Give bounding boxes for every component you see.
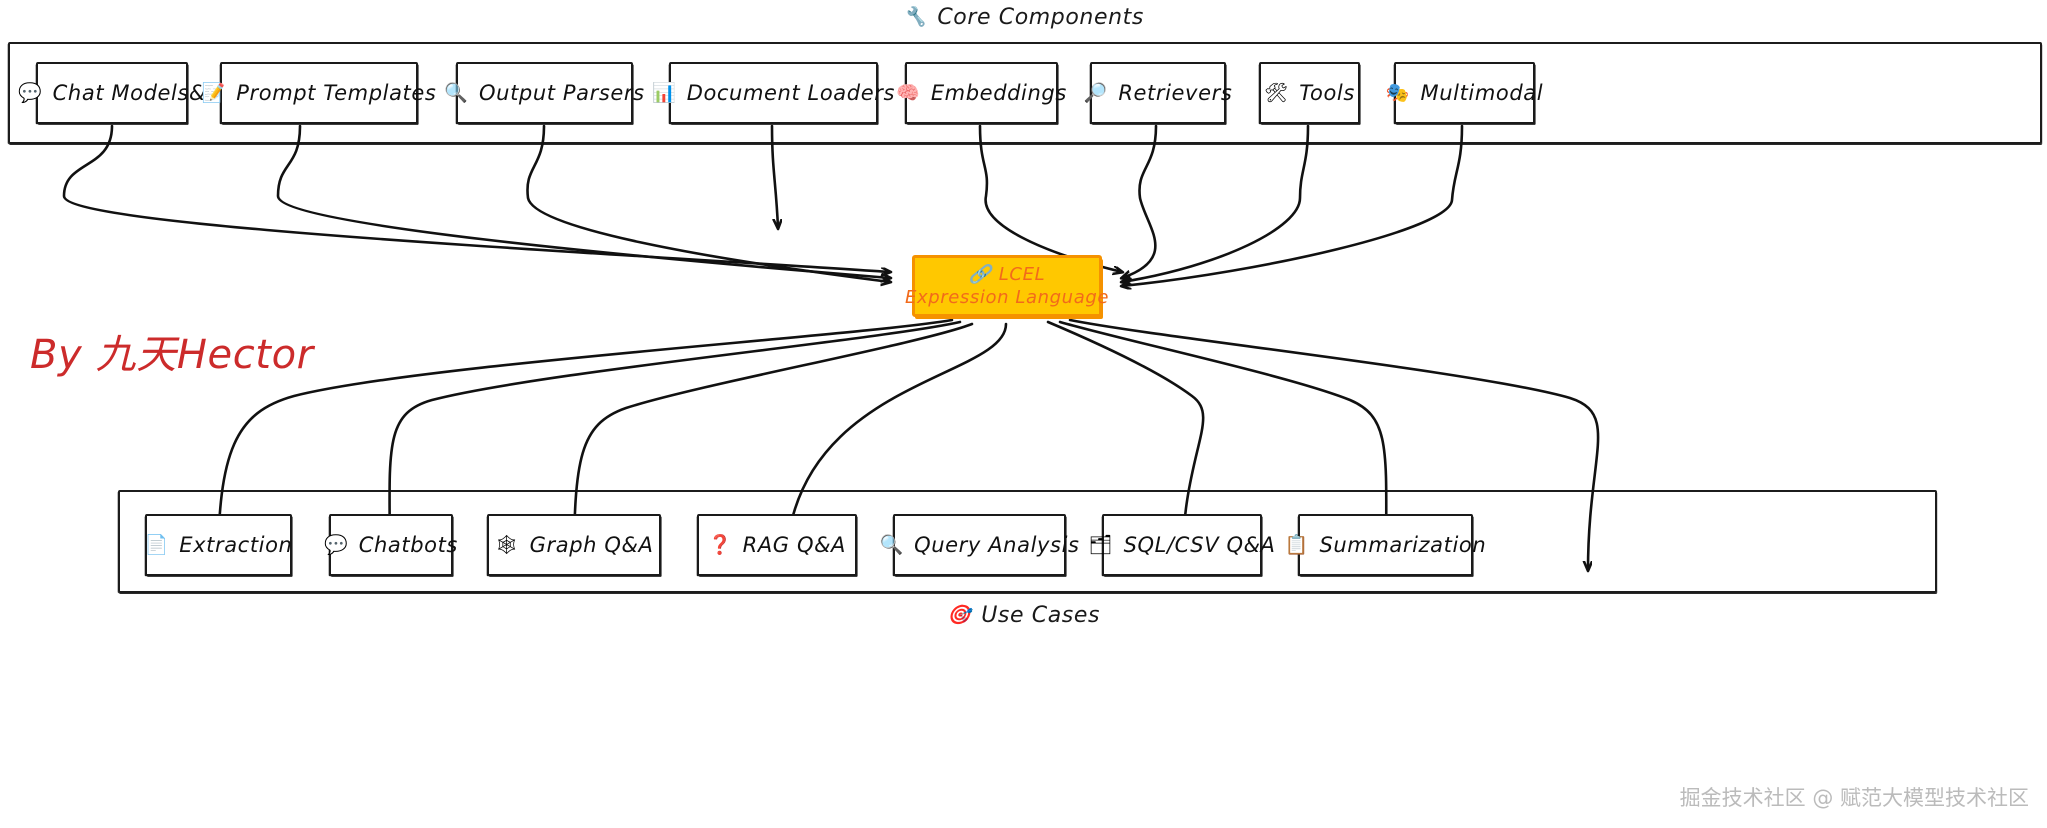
brain-icon: 🧠 xyxy=(896,81,920,104)
bar-chart-icon: 📊 xyxy=(652,81,676,104)
core-component-output-parsers[interactable]: 🔍 Output Parsers xyxy=(444,62,644,124)
core-component-label: Prompt Templates xyxy=(236,81,437,105)
use-case-label: Query Analysis xyxy=(914,533,1080,557)
core-component-label: Tools xyxy=(1299,81,1355,105)
spider-web-icon: 🕸 xyxy=(494,533,519,556)
core-components-caption-label: Core Components xyxy=(937,5,1144,30)
use-case-query-analysis[interactable]: 🔍 Query Analysis xyxy=(879,514,1079,576)
core-components-caption: 🔧 Core Components xyxy=(903,5,1144,30)
use-case-graph-q-a[interactable]: 🕸 Graph Q&A xyxy=(487,514,661,576)
core-component-label: Embeddings xyxy=(930,81,1067,105)
use-case-label: RAG Q&A xyxy=(742,533,847,557)
use-cases-caption-label: Use Cases xyxy=(981,603,1101,628)
use-case-label: Extraction xyxy=(179,533,293,557)
use-case-rag-q-a[interactable]: ❓ RAG Q&A xyxy=(697,514,857,576)
dart-icon: 🎯 xyxy=(946,604,972,626)
core-component-label: Multimodal xyxy=(1420,81,1544,105)
speech-balloon-icon: 💬 xyxy=(324,533,348,556)
core-component-multimodal[interactable]: 🎭 Multimodal xyxy=(1386,62,1543,124)
magnifying-glass-icon: 🔍 xyxy=(444,81,469,104)
lcel-title-row: 🔗 LCEL xyxy=(969,264,1045,285)
use-case-summarization[interactable]: 📋 Summarization xyxy=(1285,514,1486,576)
core-component-chat-models[interactable]: 💬 Chat Models& xyxy=(18,62,205,124)
use-case-sql-csv-q-a[interactable]: 🗂 SQL/CSV Q&A xyxy=(1088,514,1275,576)
use-case-label: Summarization xyxy=(1319,533,1487,557)
core-component-embeddings[interactable]: 🧠 Embeddings xyxy=(896,62,1066,124)
core-component-document-loaders[interactable]: 📊 Document Loaders xyxy=(652,62,894,124)
performing-arts-icon: 🎭 xyxy=(1385,81,1410,104)
author-watermark: By 九天Hector xyxy=(30,332,314,378)
core-component-prompt-templates[interactable]: 📝 Prompt Templates xyxy=(202,62,436,124)
use-case-label: SQL/CSV Q&A xyxy=(1123,533,1276,557)
page-icon: 📄 xyxy=(144,533,169,556)
speech-balloon-icon: 💬 xyxy=(18,81,42,104)
use-cases-group-frame xyxy=(118,490,1937,593)
use-case-extraction[interactable]: 📄 Extraction xyxy=(145,514,292,576)
lcel-subtitle: Expression Language xyxy=(904,287,1110,308)
core-component-label: Chat Models& xyxy=(52,81,206,105)
hammer-and-wrench-icon: 🛠 xyxy=(1264,81,1289,104)
magnifying-glass-icon: 🔍 xyxy=(879,533,904,556)
wrench-icon: 🔧 xyxy=(903,6,928,28)
footer-watermark: 掘金技术社区 @ 赋范大模型技术社区 xyxy=(1679,786,2029,810)
core-component-tools[interactable]: 🛠 Tools xyxy=(1259,62,1360,124)
use-case-label: Chatbots xyxy=(358,533,458,557)
core-component-retrievers[interactable]: 🔎 Retrievers xyxy=(1084,62,1232,124)
link-icon: 🔗 xyxy=(968,264,992,285)
core-component-label: Output Parsers xyxy=(479,81,645,105)
question-mark-icon: ❓ xyxy=(707,533,732,556)
lcel-node[interactable]: 🔗 LCEL Expression Language xyxy=(905,255,1108,317)
use-case-label: Graph Q&A xyxy=(529,533,654,557)
edges-core-to-lcel xyxy=(62,124,1464,286)
magnifier-tilted-icon: 🔎 xyxy=(1083,81,1108,104)
use-cases-caption: 🎯 Use Cases xyxy=(947,603,1100,628)
clipboard-icon: 📋 xyxy=(1284,533,1309,556)
use-case-chatbots[interactable]: 💬 Chatbots xyxy=(324,514,457,576)
core-component-label: Document Loaders xyxy=(686,81,895,105)
lcel-title: LCEL xyxy=(998,264,1046,285)
card-index-dividers-icon: 🗂 xyxy=(1088,533,1113,556)
memo-icon: 📝 xyxy=(201,81,226,104)
core-component-label: Retrievers xyxy=(1118,81,1233,105)
